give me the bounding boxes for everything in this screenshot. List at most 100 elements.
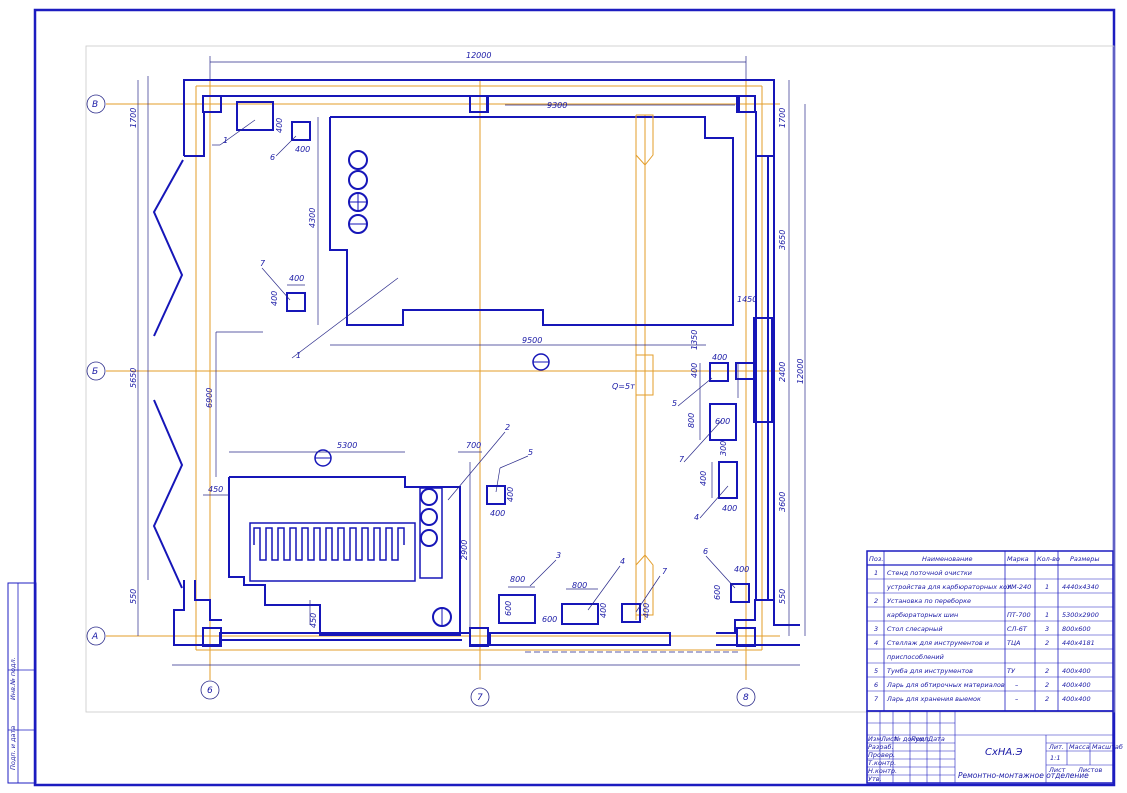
svg-text:3600: 3600: [778, 492, 787, 512]
svg-text:ТЦА: ТЦА: [1007, 639, 1020, 647]
svg-text:Лист: Лист: [880, 735, 898, 743]
svg-text:400: 400: [642, 603, 651, 618]
svg-text:Лит.: Лит.: [1048, 743, 1064, 751]
svg-text:400: 400: [734, 565, 749, 574]
svg-text:4300: 4300: [308, 208, 317, 228]
svg-text:2: 2: [505, 423, 510, 432]
svg-text:1: 1: [1045, 611, 1049, 619]
svg-text:Q=5т: Q=5т: [612, 382, 635, 391]
svg-text:Установка по переборке: Установка по переборке: [887, 597, 971, 605]
svg-text:№ докум.: № докум.: [893, 735, 926, 743]
svg-text:Размеры: Размеры: [1070, 555, 1100, 563]
axis-lines: [106, 80, 780, 680]
axis-bubble-6: [200, 680, 220, 700]
svg-text:4: 4: [874, 639, 878, 647]
svg-text:карбюраторных шин: карбюраторных шин: [887, 611, 958, 619]
svg-text:7: 7: [477, 693, 483, 703]
svg-text:400: 400: [722, 504, 737, 513]
svg-text:550: 550: [129, 589, 138, 604]
svg-text:600: 600: [715, 417, 730, 426]
svg-text:А: А: [91, 632, 98, 642]
svg-text:Марка: Марка: [1007, 555, 1029, 563]
svg-text:Стенд поточной очистки: Стенд поточной очистки: [887, 569, 972, 577]
svg-text:Дата: Дата: [927, 735, 945, 743]
svg-text:–: –: [1015, 681, 1018, 689]
svg-text:6: 6: [270, 153, 275, 162]
svg-text:550: 550: [778, 589, 787, 604]
svg-text:Б: Б: [92, 367, 98, 377]
svg-text:300: 300: [719, 441, 728, 456]
svg-text:Н.контр.: Н.контр.: [868, 767, 897, 775]
axis-bubble-v: [86, 94, 106, 114]
svg-text:2: 2: [1045, 639, 1049, 647]
svg-text:Утв.: Утв.: [868, 775, 882, 783]
drawing-title: Ремонтно-монтажное отделение: [958, 771, 1089, 780]
svg-text:Листов: Листов: [1077, 766, 1102, 774]
svg-text:3: 3: [556, 551, 561, 560]
svg-text:Стол слесарный: Стол слесарный: [887, 625, 943, 633]
leader-lines: [212, 119, 736, 613]
axis-bubble-8: [736, 687, 756, 707]
equipment-1: [329, 116, 734, 326]
svg-text:9300: 9300: [547, 101, 567, 110]
svg-text:1700: 1700: [129, 108, 138, 128]
svg-text:9500: 9500: [522, 336, 542, 345]
svg-text:Разраб.: Разраб.: [868, 743, 894, 751]
svg-text:–: –: [1015, 695, 1018, 703]
svg-text:800: 800: [510, 575, 525, 584]
side-label-2: Подп. и дата: [9, 726, 17, 770]
svg-text:приспособлений: приспособлений: [887, 653, 944, 661]
svg-text:Наименование: Наименование: [922, 555, 973, 563]
svg-text:1:1: 1:1: [1050, 754, 1060, 762]
svg-text:600: 600: [504, 601, 513, 616]
svg-text:400х400: 400х400: [1062, 695, 1091, 703]
dimension-texts: 12000 9300 1700 1700 5650 12000 3650 240…: [129, 51, 805, 628]
svg-text:450: 450: [208, 485, 223, 494]
svg-text:Поз.: Поз.: [869, 555, 883, 563]
svg-text:Кол-во: Кол-во: [1037, 555, 1060, 563]
svg-text:ТУ: ТУ: [1007, 667, 1016, 675]
grate-pattern: [253, 527, 405, 561]
svg-text:6900: 6900: [205, 388, 214, 408]
svg-text:1: 1: [874, 569, 878, 577]
svg-text:3: 3: [1045, 625, 1049, 633]
svg-text:5650: 5650: [129, 368, 138, 388]
svg-text:1450: 1450: [737, 295, 757, 304]
svg-text:700: 700: [466, 441, 481, 450]
svg-text:Ларь для обтирочных материалов: Ларь для обтирочных материалов: [886, 681, 1005, 689]
small-equipment: [236, 101, 755, 625]
axis-bubble-7: [470, 687, 490, 707]
svg-text:800: 800: [572, 581, 587, 590]
svg-text:Изм.: Изм.: [868, 735, 883, 743]
svg-text:Стеллаж для инструментов и: Стеллаж для инструментов и: [887, 639, 989, 647]
svg-text:400: 400: [289, 274, 304, 283]
svg-text:5: 5: [874, 667, 878, 675]
svg-text:400: 400: [699, 471, 708, 486]
svg-text:2: 2: [1045, 681, 1049, 689]
svg-text:7: 7: [260, 259, 266, 268]
svg-text:7: 7: [662, 567, 668, 576]
svg-text:Подп.: Подп.: [911, 735, 931, 743]
svg-text:4: 4: [620, 557, 625, 566]
svg-text:3650: 3650: [778, 230, 787, 250]
equipment-2: [228, 353, 550, 636]
svg-text:4440х4340: 4440х4340: [1062, 583, 1099, 591]
svg-text:1: 1: [296, 351, 301, 360]
left-strip: Инв.№ подл. Подп. и дата: [7, 582, 37, 784]
svg-text:7: 7: [679, 455, 685, 464]
svg-text:400: 400: [270, 291, 279, 306]
svg-text:12000: 12000: [796, 359, 805, 384]
svg-text:СЛ-6Т: СЛ-6Т: [1007, 625, 1028, 633]
svg-text:400: 400: [506, 487, 515, 502]
svg-text:2900: 2900: [460, 540, 469, 560]
svg-text:6: 6: [703, 547, 708, 556]
drawing-code: СхНА.Э: [985, 747, 1022, 758]
crane-rail: [635, 114, 654, 616]
svg-text:Тумба для инструментов: Тумба для инструментов: [887, 667, 973, 675]
svg-text:400: 400: [599, 603, 608, 618]
svg-text:1700: 1700: [778, 108, 787, 128]
callout-numbers: 1 6 7 1 2 5 3 4 7 6 5 7 4: [223, 136, 708, 576]
svg-text:6: 6: [874, 681, 878, 689]
svg-text:ПТ-700: ПТ-700: [1007, 611, 1031, 619]
svg-text:400: 400: [490, 509, 505, 518]
